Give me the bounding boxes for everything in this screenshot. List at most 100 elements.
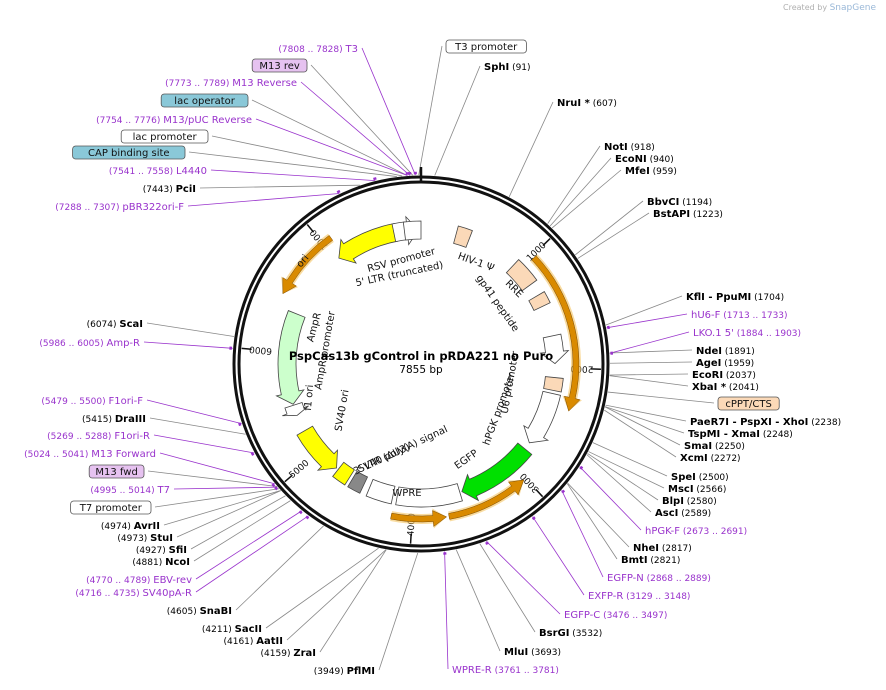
map-label[interactable]: AgeI (1959)	[696, 358, 754, 369]
feature-0[interactable]	[338, 223, 399, 264]
map-label[interactable]: hPGK-F (2673 .. 2691)	[645, 526, 747, 537]
map-label[interactable]: (5269 .. 5288) F1ori-R	[47, 431, 150, 442]
leader-line	[508, 101, 554, 198]
feature-9[interactable]	[461, 442, 533, 502]
primer-name: F1ori-F	[109, 396, 144, 407]
map-label[interactable]: XcmI (2272)	[680, 453, 741, 464]
primer-name: T7	[157, 485, 170, 496]
map-label[interactable]: EcoRI (2037)	[692, 370, 756, 381]
map-label[interactable]: MfeI (959)	[625, 166, 677, 177]
map-label[interactable]: (5479 .. 5500) F1ori-F	[41, 396, 143, 407]
map-label[interactable]: MscI (2566)	[668, 484, 726, 495]
map-label[interactable]: KflI - PpuMI (1704)	[686, 292, 784, 303]
map-label[interactable]: EGFP-N (2868 .. 2889)	[607, 573, 711, 584]
enzyme-label: EcoNI (940)	[615, 154, 674, 165]
feature-11[interactable]	[365, 478, 396, 505]
map-label[interactable]: M13 rev	[251, 58, 308, 73]
feature-7[interactable]	[543, 376, 564, 393]
enzyme-name: BsrGI	[539, 628, 569, 639]
map-label[interactable]: BlpI (2580)	[662, 496, 717, 507]
map-label[interactable]: XbaI * (2041)	[692, 382, 759, 393]
leader-line	[566, 483, 618, 560]
primer-range: (3761 .. 3781)	[492, 666, 559, 676]
map-label[interactable]: (5024 .. 5041) M13 Forward	[24, 449, 156, 460]
map-label[interactable]: CAP binding site	[72, 145, 186, 160]
feature-8[interactable]	[523, 390, 562, 444]
label-box	[70, 500, 152, 515]
leader-line	[300, 81, 411, 176]
map-label[interactable]: (7541 .. 7558) L4440	[109, 166, 207, 177]
map-label[interactable]: T3 promoter	[445, 39, 527, 54]
map-label[interactable]: BbvCI (1194)	[647, 197, 712, 208]
enzyme-position: (2589)	[678, 509, 711, 519]
map-label[interactable]: BstAPI (1223)	[653, 209, 723, 220]
feature-12[interactable]	[347, 470, 369, 494]
map-label[interactable]: SphI (91)	[484, 62, 531, 73]
primer-range: (1884 .. 1903)	[734, 329, 801, 339]
feature-16[interactable]	[275, 310, 306, 405]
map-label[interactable]: EGFP-C (3476 .. 3497)	[564, 610, 667, 621]
map-label[interactable]: NdeI (1891)	[696, 346, 755, 357]
enzyme-name: SphI	[484, 62, 509, 73]
feature-3[interactable]	[453, 225, 473, 248]
map-label[interactable]: (4973) StuI	[117, 533, 173, 544]
label-box	[88, 464, 145, 479]
map-label[interactable]: BmtI (2821)	[621, 555, 680, 566]
map-label[interactable]: (7288 .. 7307) pBR322ori-F	[55, 202, 184, 213]
map-label[interactable]: (4161) AatII	[223, 636, 283, 647]
feature-13[interactable]	[296, 425, 338, 471]
map-label[interactable]: hU6-F (1713 .. 1733)	[691, 310, 788, 321]
enzyme-label: BbvCI (1194)	[647, 197, 712, 208]
map-label[interactable]: (4605) SnaBI	[167, 606, 232, 617]
map-label[interactable]: MluI (3693)	[504, 647, 561, 658]
map-label[interactable]: (4211) SacII	[202, 624, 262, 635]
map-label[interactable]: SpeI (2500)	[671, 472, 729, 483]
label-text: CAP binding site	[88, 148, 170, 159]
feature-10[interactable]	[395, 483, 463, 508]
map-label[interactable]: (5986 .. 6005) Amp-R	[39, 338, 140, 349]
map-label[interactable]: EXFP-R (3129 .. 3148)	[588, 591, 690, 602]
label-box	[160, 93, 249, 108]
map-label[interactable]: PaeR7I - PspXI - XhoI (2238)	[690, 417, 841, 428]
map-label[interactable]: AscI (2589)	[655, 508, 711, 519]
map-label[interactable]: (4159) ZraI	[261, 648, 316, 659]
map-label[interactable]: (4974) AvrII	[101, 521, 160, 532]
map-label[interactable]: lac promoter	[120, 129, 209, 144]
map-label[interactable]: WPRE-R (3761 .. 3781)	[452, 665, 559, 676]
label-box	[445, 39, 527, 54]
map-label[interactable]: NotI (918)	[604, 142, 655, 153]
map-label[interactable]: BsrGI (3532)	[539, 628, 602, 639]
map-label[interactable]: (4716 .. 4735) SV40pA-R	[75, 588, 192, 599]
map-label[interactable]: cPPT/CTS	[717, 396, 780, 411]
primer-mark	[298, 510, 303, 515]
map-label[interactable]: (4927) SfiI	[136, 545, 187, 556]
map-label[interactable]: EcoNI (940)	[615, 154, 674, 165]
map-label[interactable]: (7443) PciI	[143, 184, 196, 195]
map-label[interactable]: NruI * (607)	[557, 98, 617, 109]
map-label[interactable]: lac operator	[160, 93, 249, 108]
feature-14[interactable]	[332, 461, 355, 486]
map-label[interactable]: (7754 .. 7776) M13/pUC Reverse	[96, 115, 252, 126]
map-label[interactable]: (7773 .. 7789) M13 Reverse	[165, 78, 297, 89]
feature-15[interactable]	[282, 401, 309, 417]
map-label[interactable]: (7808 .. 7828) T3	[278, 44, 358, 55]
primer-label: WPRE-R (3761 .. 3781)	[452, 665, 559, 676]
map-label[interactable]: (3949) PflMI	[314, 666, 375, 677]
map-label[interactable]: M13 fwd	[88, 464, 145, 479]
map-label[interactable]: SmaI (2250)	[684, 441, 745, 452]
map-label[interactable]: LKO.1 5' (1884 .. 1903)	[693, 328, 801, 339]
map-label[interactable]: TspMI - XmaI (2248)	[688, 429, 793, 440]
map-label[interactable]: NheI (2817)	[633, 543, 692, 554]
map-label[interactable]: (4881) NcoI	[132, 557, 190, 568]
feature-2[interactable]	[402, 220, 422, 241]
map-label[interactable]: (4770 .. 4789) EBV-rev	[86, 575, 192, 586]
map-label[interactable]: T7 promoter	[70, 500, 152, 515]
feature-5[interactable]	[528, 291, 551, 311]
feature-label: EGFP	[453, 448, 480, 472]
scale-tick	[409, 533, 412, 544]
map-label[interactable]: (5415) DraIII	[82, 414, 146, 425]
feature-6[interactable]	[539, 333, 570, 365]
map-label[interactable]: (4995 .. 5014) T7	[90, 485, 170, 496]
feature-4[interactable]	[505, 258, 538, 292]
map-label[interactable]: (6074) ScaI	[87, 319, 143, 330]
